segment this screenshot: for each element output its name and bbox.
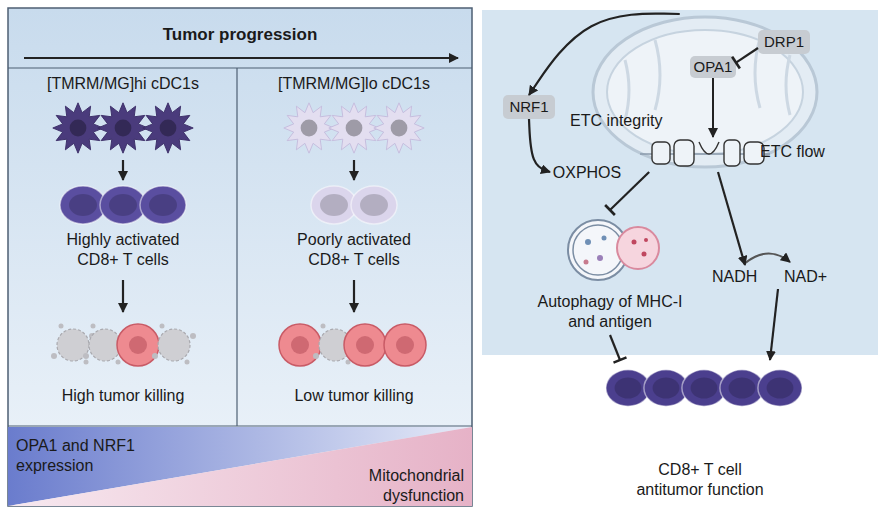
t-cell bbox=[140, 186, 186, 224]
dendritic-cell bbox=[284, 103, 334, 153]
enzyme-dot bbox=[642, 252, 647, 257]
left-panel bbox=[8, 8, 472, 506]
tumor-cell bbox=[384, 324, 426, 366]
autophagy-group: Autophagy of MHC-I and antigen bbox=[530, 210, 690, 335]
connector bbox=[353, 160, 355, 180]
protein-box: DRP1 bbox=[758, 30, 810, 54]
node-text: ETC flow bbox=[760, 142, 830, 162]
etc-complex bbox=[724, 140, 740, 166]
panel-divider bbox=[236, 68, 237, 426]
dendritic-cell bbox=[98, 103, 148, 153]
node-text: OPA1 and NRF1 expression bbox=[16, 436, 166, 476]
enzyme-dot bbox=[644, 238, 648, 242]
cargo-dot bbox=[597, 255, 603, 261]
node-text: NAD+ bbox=[784, 267, 828, 287]
tumor-cell bbox=[279, 324, 321, 366]
dendritic-cell bbox=[374, 103, 424, 153]
connector bbox=[529, 14, 680, 95]
metabolite-pair: NADHNAD+ bbox=[712, 265, 822, 289]
opa1-arrow bbox=[712, 78, 714, 137]
expression-wedge bbox=[8, 427, 472, 506]
connector bbox=[736, 48, 758, 63]
tumor-cell-group: High tumor killing bbox=[10, 312, 236, 412]
gradient-band: OPA1 and NRF1 expressionMitochondrial dy… bbox=[8, 428, 472, 506]
connector bbox=[770, 289, 778, 360]
cargo-dot bbox=[585, 239, 591, 245]
cargo-dot bbox=[602, 236, 607, 241]
node-text: NRF1 bbox=[503, 98, 555, 117]
node-text: High tumor killing bbox=[48, 386, 198, 406]
t-cell bbox=[351, 186, 397, 224]
etc-complex bbox=[652, 142, 670, 164]
tumor-cell bbox=[117, 324, 159, 366]
connector bbox=[718, 172, 745, 265]
panel-divider bbox=[8, 67, 472, 68]
t-cell bbox=[311, 186, 357, 224]
cargo-dot bbox=[584, 260, 589, 265]
dysfunction-wedge bbox=[8, 427, 472, 506]
protein-box: NRF1 bbox=[503, 95, 555, 119]
node-text: Mitochondrial dysfunction bbox=[329, 466, 464, 506]
t-cell-group: Poorly activated CD8+ T cells bbox=[238, 180, 470, 280]
connector bbox=[122, 160, 124, 180]
connector bbox=[610, 172, 649, 210]
node-text: DRP1 bbox=[758, 33, 810, 52]
dying-tumor-cell bbox=[51, 324, 95, 365]
protein-box: OPA1 bbox=[690, 56, 736, 78]
connector bbox=[529, 119, 550, 172]
enzyme-dot bbox=[632, 240, 637, 245]
node-text: Poorly activated CD8+ T cells bbox=[279, 230, 429, 270]
node-text: ETC integrity bbox=[570, 111, 690, 131]
node-text: Highly activated CD8+ T cells bbox=[48, 230, 198, 270]
node-text: [TMRM/MG]hi cDC1s bbox=[10, 74, 236, 94]
autophagosome-membrane bbox=[573, 225, 623, 275]
dying-tumor-cell bbox=[152, 324, 196, 365]
node-text: Low tumor killing bbox=[279, 386, 429, 406]
dendritic-cell bbox=[143, 103, 193, 153]
conversion-arrow bbox=[744, 253, 790, 264]
tumor-cell-group: Low tumor killing bbox=[238, 312, 470, 412]
t-cell bbox=[758, 370, 802, 406]
node-text: Tumor progression bbox=[8, 24, 472, 45]
connector bbox=[353, 280, 355, 312]
progression-band: Tumor progression bbox=[8, 8, 472, 68]
connector bbox=[610, 335, 620, 360]
t-cell-group: CD8+ T cell antitumor function bbox=[600, 360, 800, 500]
t-cell bbox=[60, 186, 106, 224]
tumor-cell bbox=[344, 324, 386, 366]
lysosome bbox=[617, 227, 659, 269]
node-text: OXPHOS bbox=[550, 163, 624, 183]
node-text: OPA1 bbox=[690, 58, 736, 77]
panel-divider bbox=[8, 425, 472, 426]
process-label: OXPHOS bbox=[550, 162, 624, 182]
progression-arrow bbox=[24, 57, 458, 59]
node-text: [TMRM/MG]lo cDC1s bbox=[238, 74, 470, 94]
node-text: Autophagy of MHC-I and antigen bbox=[530, 292, 690, 332]
node-text: NADH bbox=[712, 267, 760, 287]
node-text: CD8+ T cell antitumor function bbox=[630, 460, 770, 500]
etc-complex bbox=[699, 142, 719, 154]
right-panel bbox=[482, 10, 878, 355]
etc-complex bbox=[674, 140, 694, 166]
connector bbox=[122, 280, 124, 312]
dendritic-cell bbox=[329, 103, 379, 153]
t-cell-group: Highly activated CD8+ T cells bbox=[10, 180, 236, 280]
cdc1-group: [TMRM/MG]lo cDC1s bbox=[238, 70, 470, 160]
t-cell bbox=[100, 186, 146, 224]
cdc1-group: [TMRM/MG]hi cDC1s bbox=[10, 70, 236, 160]
dendritic-cell bbox=[53, 103, 103, 153]
